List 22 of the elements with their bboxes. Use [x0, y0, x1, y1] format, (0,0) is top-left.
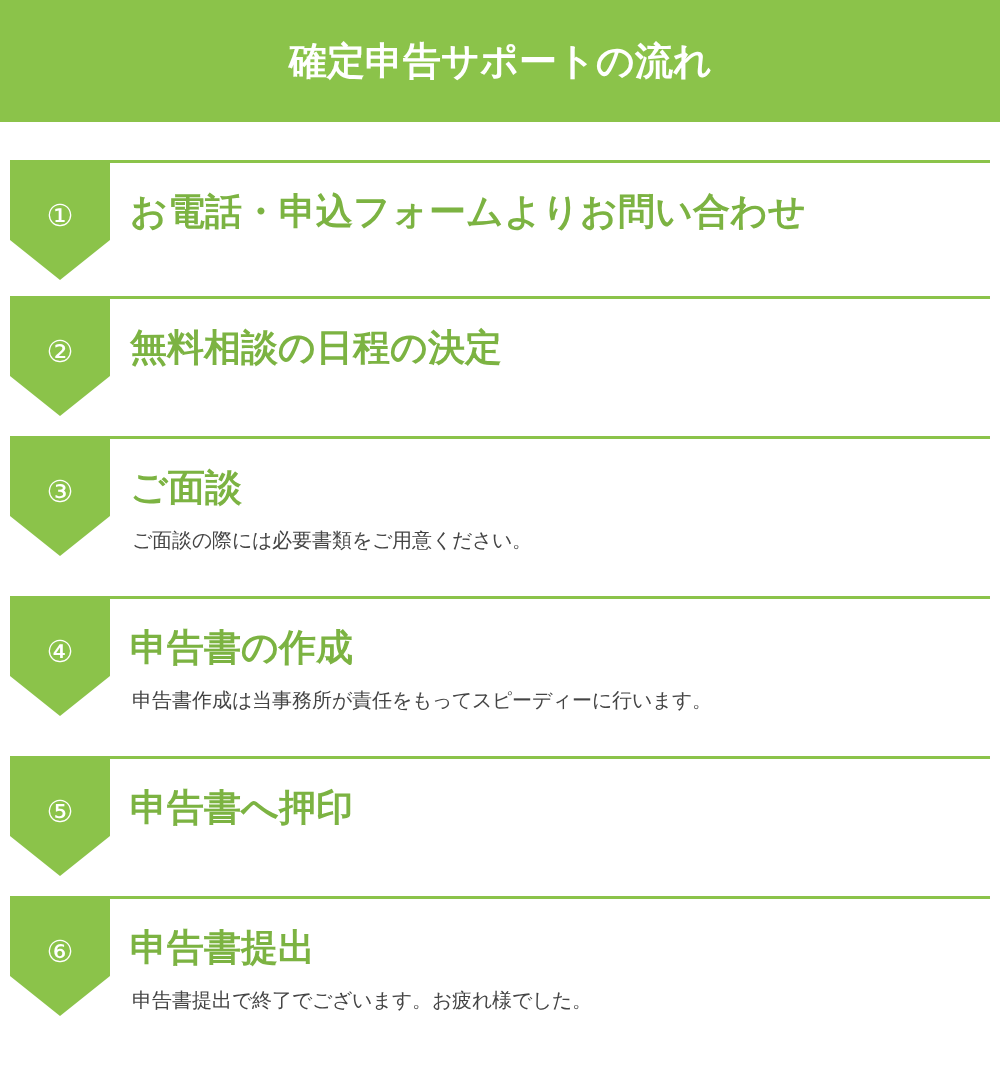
step-item — [10, 896, 990, 1018]
step-title: 申告書へ押印 — [130, 785, 353, 831]
step-number: ② — [45, 333, 75, 371]
step-title: ご面談 — [130, 465, 242, 511]
step-title: お電話・申込フォームよりお問い合わせ — [130, 189, 806, 235]
page-title: 確定申告サポートの流れ — [287, 38, 713, 85]
step-item — [10, 296, 990, 418]
step-description: 申告書提出で終了でございます。お疲れ様でした。 — [132, 987, 592, 1014]
step-description: ご面談の際には必要書類をご用意ください。 — [132, 527, 532, 554]
step-title: 申告書提出 — [130, 925, 315, 971]
step-item — [10, 160, 990, 282]
step-number: ⑤ — [45, 793, 75, 831]
step-item — [10, 756, 990, 878]
step-item — [10, 596, 990, 718]
step-number: ④ — [45, 633, 75, 671]
step-number: ③ — [45, 473, 75, 511]
step-title: 無料相談の日程の決定 — [130, 325, 502, 371]
step-number: ⑥ — [45, 933, 75, 971]
step-number: ① — [45, 197, 75, 235]
step-description: 申告書作成は当事務所が責任をもってスピーディーに行います。 — [132, 687, 712, 714]
step-item — [10, 436, 990, 558]
step-title: 申告書の作成 — [130, 625, 353, 671]
